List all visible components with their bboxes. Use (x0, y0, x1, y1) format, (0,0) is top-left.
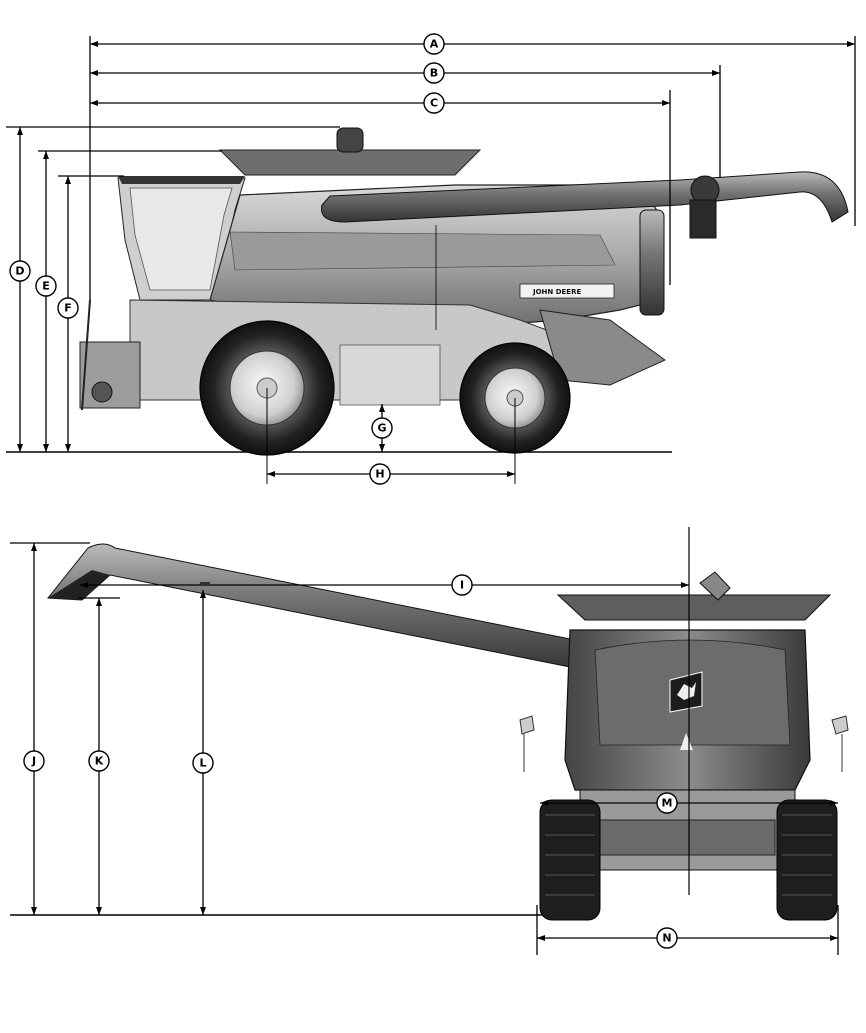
svg-text:B: B (430, 67, 438, 80)
svg-text:I: I (460, 579, 464, 592)
rear-labels: I J K L M N (23, 574, 678, 949)
label-e: E (35, 275, 57, 297)
label-b: B (423, 62, 445, 84)
svg-text:G: G (377, 422, 386, 435)
deere-leaping-logo (669, 671, 703, 713)
svg-text:C: C (430, 97, 438, 110)
svg-text:F: F (64, 302, 72, 315)
label-j: J (23, 750, 45, 772)
label-m: M (656, 792, 678, 814)
svg-text:H: H (375, 468, 384, 481)
combine-side-view: JOHN DEERE (6, 127, 849, 484)
side-labels: A B C D E F G H (9, 33, 445, 485)
label-l: L (192, 752, 214, 774)
label-h: H (369, 463, 391, 485)
label-a: A (423, 33, 445, 55)
label-g: G (371, 417, 393, 439)
svg-text:M: M (662, 797, 673, 810)
combine-rear-view (10, 527, 849, 921)
label-d: D (9, 260, 31, 282)
svg-text:D: D (15, 265, 24, 278)
svg-text:A: A (430, 38, 439, 51)
svg-text:K: K (95, 755, 104, 768)
label-i: I (451, 574, 473, 596)
label-c: C (423, 92, 445, 114)
svg-text:N: N (662, 932, 671, 945)
label-n: N (656, 927, 678, 949)
svg-text:L: L (199, 757, 206, 770)
brand-text: JOHN DEERE (532, 288, 581, 296)
svg-text:J: J (31, 755, 36, 768)
svg-text:E: E (42, 280, 50, 293)
label-k: K (88, 750, 110, 772)
label-f: F (57, 297, 79, 319)
